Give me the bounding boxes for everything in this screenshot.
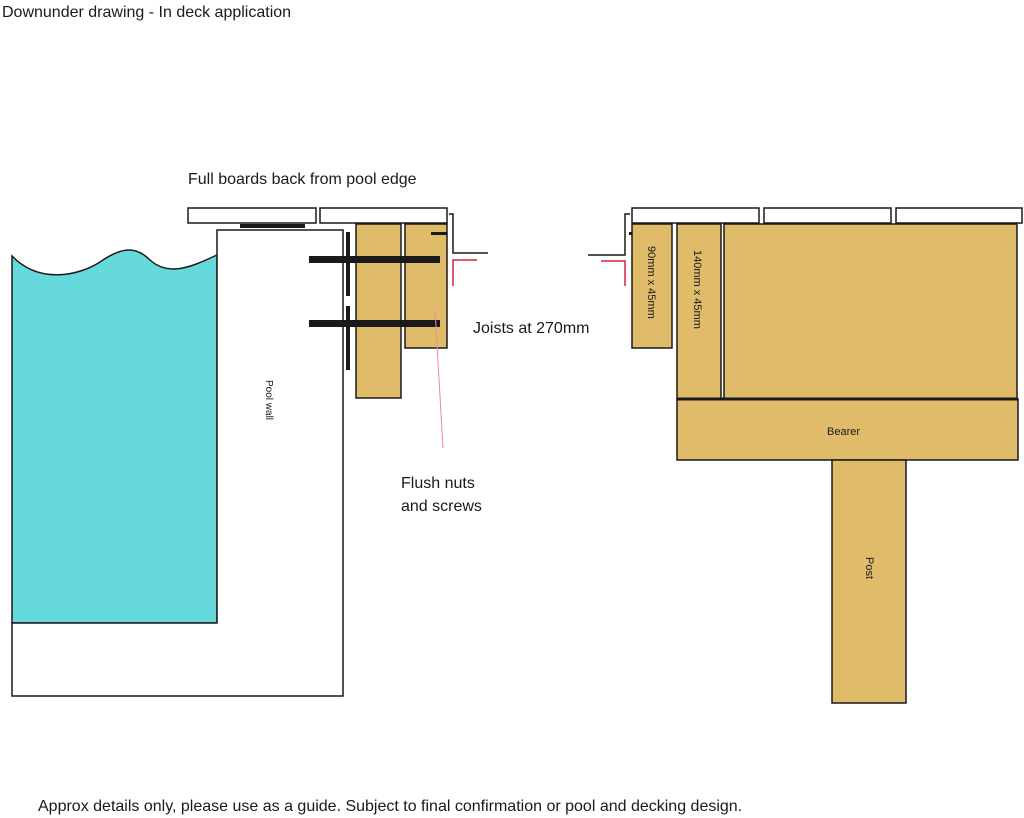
deck-board (187, 207, 317, 224)
joist-90-label: 90mm x 45mm (645, 246, 657, 319)
bearer (676, 398, 1019, 461)
red-detail (452, 259, 477, 286)
joist (355, 223, 402, 399)
deck-timber-block (723, 223, 1018, 400)
bolt (309, 256, 440, 263)
diagram-title: Downunder drawing - In deck application (2, 4, 291, 21)
deck-board (763, 207, 892, 224)
leader-line (434, 309, 444, 449)
break-line (588, 213, 630, 256)
joist (404, 223, 448, 349)
footer-note: Approx details only, please use as a gui… (38, 798, 742, 815)
flush-nuts-label: Flush nuts (401, 475, 475, 492)
fixing-plate (346, 306, 350, 370)
post-label: Post (863, 557, 875, 579)
joist-140-label: 140mm x 45mm (691, 250, 703, 329)
pool-wall (11, 229, 344, 697)
deck-board (319, 207, 448, 224)
joists-label: Joists at 270mm (473, 320, 589, 337)
joist-90x45 (631, 223, 673, 349)
pool-water (11, 249, 218, 624)
red-detail (601, 260, 626, 286)
pool-wall-label: Pool wall (263, 380, 274, 420)
break-line (449, 213, 488, 254)
coping-strip (240, 224, 305, 228)
fixing-mark (431, 232, 447, 235)
flush-screws-label: and screws (401, 498, 482, 515)
full-boards-label: Full boards back from pool edge (188, 171, 417, 188)
deck-board (895, 207, 1023, 224)
bolt (309, 320, 440, 327)
deck-board (631, 207, 760, 224)
joist-140x45 (676, 223, 722, 400)
fixing-plate (346, 232, 350, 296)
post (831, 459, 907, 704)
bearer-label: Bearer (827, 426, 860, 438)
